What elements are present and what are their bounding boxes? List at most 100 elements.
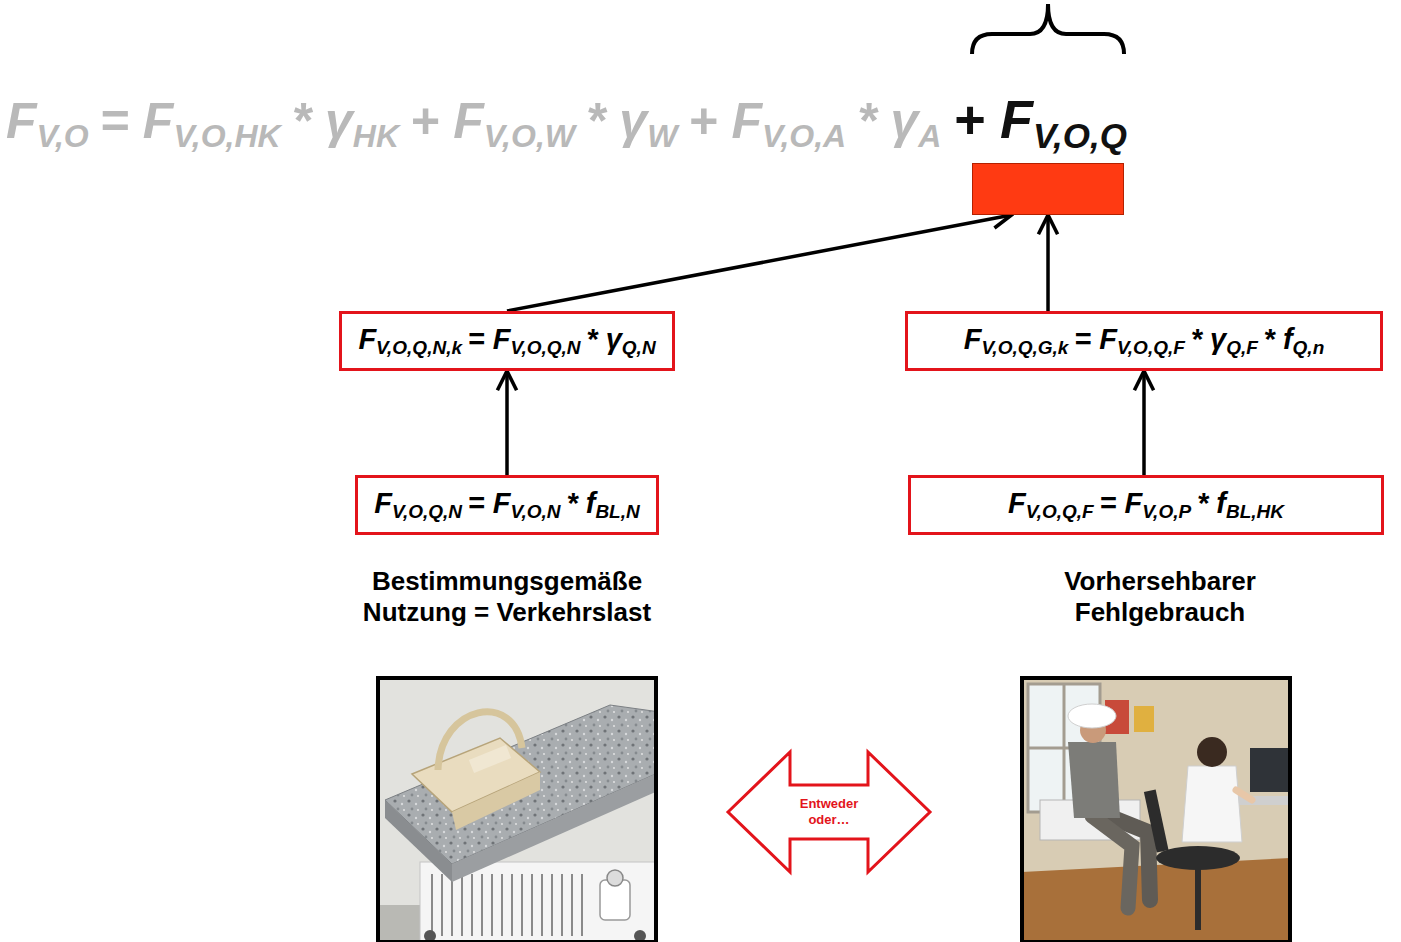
formula-text: FV,O,Q,N,k= FV,O,Q,N* γQ,N bbox=[358, 323, 655, 360]
formula-subscript: V,O,A bbox=[762, 118, 846, 154]
radiator-grille-part bbox=[521, 874, 523, 936]
radiator-shelf-photo bbox=[378, 678, 656, 942]
highlight-box bbox=[972, 163, 1124, 215]
flow-arrow bbox=[1046, 215, 1050, 311]
formula-term: = F bbox=[1074, 323, 1117, 355]
formula-term: = F bbox=[1099, 487, 1142, 519]
formula-term: + F bbox=[410, 93, 484, 149]
formula-subscript: V,O,Q,N bbox=[511, 337, 581, 358]
formula-subscript: Q,n bbox=[1293, 337, 1325, 358]
caption-text: Bestimmungsgemäße Nutzung = Verkehrslast bbox=[347, 566, 667, 628]
formula-subscript: V,O bbox=[37, 118, 89, 154]
formula-subscript: V,O,P bbox=[1142, 501, 1191, 522]
radiator-grille-part bbox=[581, 874, 583, 936]
formula-subscript: V,O,N bbox=[511, 501, 561, 522]
formula-term: * f bbox=[1197, 487, 1226, 519]
caption-text: Vorhersehbarer Fehlgebrauch bbox=[1035, 566, 1285, 628]
photo-frame bbox=[378, 678, 656, 942]
either-or-arrow-part bbox=[728, 752, 930, 872]
formula-subscript: V,O,Q,G,k bbox=[981, 337, 1068, 358]
radiator-grille-part bbox=[431, 874, 433, 936]
radiator-grille-part bbox=[461, 874, 463, 936]
misuse-photo bbox=[1022, 678, 1290, 942]
formula-term: + F bbox=[953, 89, 1033, 149]
brace-bracket bbox=[972, 4, 1124, 54]
radiator-grille-part bbox=[451, 874, 453, 936]
formula-box: FV,O,Q,G,k = FV,O,Q,F * γQ,F * fQ,n bbox=[905, 311, 1383, 371]
misuse-photo-part bbox=[1250, 748, 1290, 792]
misuse-photo-part bbox=[1068, 742, 1120, 818]
formula-subscript: A bbox=[918, 118, 941, 154]
radiator-grille-part bbox=[551, 874, 553, 936]
radiator-grille-part bbox=[491, 874, 493, 936]
formula-box: FV,O,Q,N = FV,O,N* fBL,N bbox=[355, 475, 659, 535]
formula-subscript: Q,N bbox=[622, 337, 656, 358]
formula-subscript: V,O,Q,F bbox=[1117, 337, 1185, 358]
formula-term: * γ bbox=[586, 323, 621, 355]
formula-text: FV,O,Q,F= FV,O,P * fBL,HK bbox=[1008, 487, 1284, 524]
formula-line: FV,O= FV,O,HK* γHK+ FV,O,W* γW+ FV,O,A* … bbox=[6, 90, 1127, 155]
misuse-photo-part bbox=[1195, 868, 1201, 930]
formula-subscript: HK bbox=[353, 118, 399, 154]
formula-term: F bbox=[964, 323, 982, 355]
formula-text: FV,O,Q,N = FV,O,N* fBL,N bbox=[374, 487, 639, 524]
formula-subscript: V,O,HK bbox=[173, 118, 280, 154]
either-or-arrow bbox=[728, 752, 930, 872]
radiator-grille-part bbox=[471, 874, 473, 936]
formula-subscript: BL,HK bbox=[1226, 501, 1284, 522]
formula-term: = F bbox=[468, 487, 511, 519]
radiator-grille-part bbox=[571, 874, 573, 936]
misuse-photo-part bbox=[1144, 789, 1169, 852]
misuse-photo-part bbox=[1022, 678, 1290, 942]
formula-term: F bbox=[374, 487, 392, 519]
radiator-shelf-photo-part bbox=[385, 800, 452, 882]
radiator-shelf-photo-part bbox=[412, 738, 540, 812]
radiator-shelf-photo-part bbox=[469, 745, 511, 773]
formula-term: * γ bbox=[586, 93, 647, 149]
formula-subscript: Q,F bbox=[1226, 337, 1258, 358]
formula-box: FV,O,Q,F= FV,O,P * fBL,HK bbox=[908, 475, 1384, 535]
flow-arrow bbox=[505, 371, 509, 475]
formula-term: F bbox=[1008, 487, 1026, 519]
formula-subscript: W bbox=[647, 118, 677, 154]
radiator-grille-part bbox=[441, 874, 443, 936]
radiator-grille-part bbox=[561, 874, 563, 936]
formula-term: F bbox=[6, 93, 37, 149]
misuse-photo-part bbox=[1068, 704, 1116, 728]
radiator-shelf-photo-part bbox=[607, 870, 623, 886]
flow-arrow bbox=[1142, 371, 1146, 475]
misuse-photo-part bbox=[1156, 846, 1240, 870]
formula-text: FV,O,Q,G,k = FV,O,Q,F * γQ,F * fQ,n bbox=[964, 323, 1325, 360]
formula-subscript: V,O,Q,N,k bbox=[376, 337, 462, 358]
formula-term: * γ bbox=[857, 93, 918, 149]
formula-term: F bbox=[358, 323, 376, 355]
radiator-grille-part bbox=[541, 874, 543, 936]
radiator-grille bbox=[432, 874, 582, 936]
radiator-grille-part bbox=[531, 874, 533, 936]
misuse-photo-part bbox=[1236, 790, 1252, 800]
radiator-grille-part bbox=[481, 874, 483, 936]
formula-subscript: V,O,Q,F bbox=[1026, 501, 1094, 522]
misuse-photo-part bbox=[1197, 737, 1227, 767]
formula-subscript: V,O,Q bbox=[1033, 116, 1127, 155]
radiator-shelf-photo-part bbox=[452, 772, 540, 830]
misuse-photo-part bbox=[1092, 816, 1132, 908]
formula-subscript: V,O,Q,N bbox=[392, 501, 462, 522]
radiator-grille-part bbox=[511, 874, 513, 936]
misuse-photo-part bbox=[1134, 706, 1154, 732]
formula-term: * γ bbox=[1191, 323, 1226, 355]
photo-frame bbox=[1022, 678, 1290, 942]
formula-subscript: V,O,W bbox=[484, 118, 575, 154]
formula-term: * γ bbox=[292, 93, 353, 149]
formula-box: FV,O,Q,N,k= FV,O,Q,N* γQ,N bbox=[339, 311, 675, 371]
flow-arrow bbox=[507, 215, 1012, 311]
misuse-photo-part bbox=[1182, 766, 1242, 842]
formula-subscript: BL,N bbox=[595, 501, 639, 522]
formula-term: * f bbox=[1264, 323, 1293, 355]
formula-term: = F bbox=[100, 93, 174, 149]
radiator-grille-part bbox=[501, 874, 503, 936]
arrow-text: Entweder oder… bbox=[792, 796, 866, 827]
formula-term: * f bbox=[566, 487, 595, 519]
formula-term: + F bbox=[688, 93, 762, 149]
